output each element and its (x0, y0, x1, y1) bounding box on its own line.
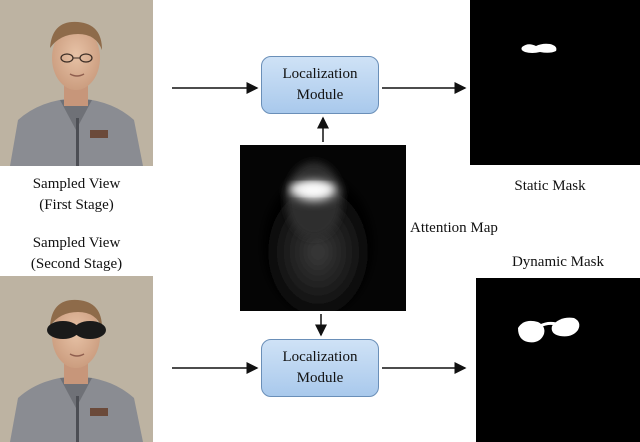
caption-first-line1: Sampled View (32, 176, 121, 192)
sampled-view-first-stage-image (0, 0, 153, 166)
static-mask-label: Static Mask (514, 178, 586, 194)
sampled-view-second-stage-image (0, 276, 153, 442)
attention-map-label: Attention Map (410, 220, 498, 236)
static-mask-image (470, 0, 640, 165)
caption-first-line2: (First Stage) (39, 197, 114, 213)
caption-sampled-view-second-stage: Sampled View (Second Stage) (0, 233, 153, 275)
localization-module-top: Localization Module (261, 56, 379, 114)
caption-second-line2: (Second Stage) (30, 256, 123, 272)
caption-sampled-view-first-stage: Sampled View (First Stage) (0, 174, 153, 216)
dynamic-mask-label: Dynamic Mask (511, 254, 605, 270)
module-top-line1: Localization (282, 66, 358, 82)
attention-map-image (240, 145, 406, 311)
module-top-line2: Module (296, 87, 344, 103)
dynamic-mask-image (476, 278, 640, 442)
module-bottom-line1: Localization (282, 349, 358, 365)
caption-second-line1: Sampled View (32, 235, 121, 251)
localization-module-bottom: Localization Module (261, 339, 379, 397)
module-bottom-line2: Module (296, 370, 344, 386)
